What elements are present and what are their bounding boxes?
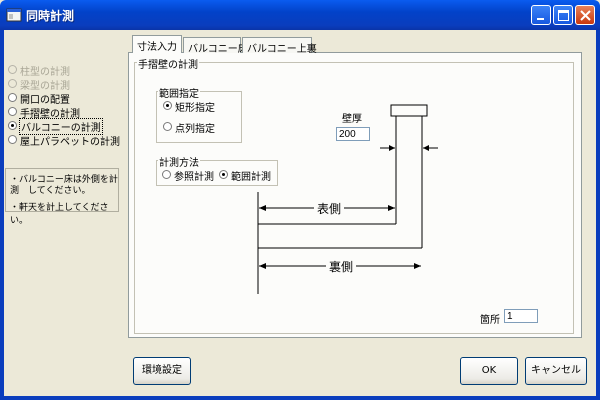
option-rectangle[interactable]: 矩形指定 bbox=[163, 99, 239, 114]
app-icon bbox=[6, 8, 22, 22]
title-bar bbox=[0, 0, 600, 30]
wall-thickness-input[interactable] bbox=[336, 127, 370, 141]
count-input[interactable] bbox=[504, 309, 538, 323]
measurement-method-title: 計測方法 bbox=[158, 154, 200, 169]
radio-range-measure[interactable] bbox=[219, 170, 228, 179]
option-label: 範囲計測 bbox=[231, 172, 271, 183]
wall-thickness-arrows bbox=[380, 145, 438, 151]
measurement-method-group bbox=[156, 160, 278, 186]
radio-rectangle[interactable] bbox=[163, 101, 172, 110]
radio-reference-measure[interactable] bbox=[162, 170, 171, 179]
window-frame-right bbox=[596, 30, 600, 400]
window-frame-left bbox=[0, 30, 4, 400]
radio-column[interactable] bbox=[8, 65, 17, 74]
tab-label: バルコニー床 bbox=[188, 44, 248, 55]
minimize-icon bbox=[537, 18, 544, 20]
minimize-button[interactable] bbox=[531, 5, 551, 25]
wall-top-cap bbox=[390, 104, 428, 117]
count-label: 箇所 bbox=[480, 315, 500, 326]
sidebar-item-label: 屋上パラペットの計測 bbox=[20, 137, 120, 148]
option-label: 矩形指定 bbox=[175, 103, 215, 114]
handrail-wall-group bbox=[134, 62, 574, 334]
radio-rooftop-parapet[interactable] bbox=[8, 135, 17, 144]
option-point-list[interactable]: 点列指定 bbox=[163, 120, 239, 135]
cancel-button[interactable]: キャンセル bbox=[525, 357, 587, 385]
sidebar-item-label: 開口の配置 bbox=[20, 95, 70, 106]
sidebar-item-label: バルコニーの計測 bbox=[19, 118, 103, 135]
option-range-measure[interactable]: 範囲計測 bbox=[219, 168, 275, 183]
option-label: 点列指定 bbox=[175, 124, 215, 135]
tab-dimension-input[interactable]: 寸法入力 bbox=[132, 35, 182, 53]
sidebar-item-label: 梁型の計測 bbox=[20, 81, 70, 92]
wall-thickness-label: 壁厚 bbox=[342, 114, 362, 125]
close-icon bbox=[580, 10, 591, 21]
option-label: 参照計測 bbox=[174, 172, 214, 183]
close-button[interactable] bbox=[575, 5, 595, 25]
note-soffit: ・軒天を計上してください。 bbox=[10, 203, 109, 226]
section-title: 手摺壁の計測 bbox=[137, 56, 199, 71]
radio-handrail-wall[interactable] bbox=[8, 107, 17, 116]
ok-button[interactable]: OK bbox=[460, 357, 518, 385]
sidebar-item-opening[interactable]: 開口の配置 bbox=[8, 90, 128, 106]
radio-beam[interactable] bbox=[8, 79, 17, 88]
range-spec-title: 範囲指定 bbox=[158, 85, 200, 100]
tab-balcony-floor[interactable]: バルコニー床 bbox=[183, 37, 248, 55]
tab-balcony-soffit[interactable]: バルコニー上裏 bbox=[242, 37, 317, 55]
sidebar-item-label: 柱型の計測 bbox=[20, 67, 70, 78]
radio-opening[interactable] bbox=[8, 93, 17, 102]
radio-balcony[interactable] bbox=[8, 121, 17, 130]
inner-side-label: 裏側 bbox=[326, 258, 357, 275]
window-title: 同時計測 bbox=[26, 9, 75, 23]
sidebar-item-rooftop-parapet[interactable]: 屋上パラペットの計測 bbox=[8, 132, 130, 148]
sidebar-item-column[interactable]: 柱型の計測 bbox=[8, 62, 128, 78]
sidebar-item-handrail-wall[interactable]: 手摺壁の計測 bbox=[8, 104, 128, 120]
note-box: ・バルコニー床は外側を計測 してください。 ・軒天を計上してください。 bbox=[5, 168, 119, 226]
option-reference-measure[interactable]: 参照計測 bbox=[162, 168, 217, 183]
maximize-button[interactable] bbox=[553, 5, 573, 25]
outer-side-label: 表側 bbox=[314, 200, 345, 217]
radio-point-list[interactable] bbox=[163, 122, 172, 131]
window-frame-bottom bbox=[0, 396, 600, 400]
tab-label: 寸法入力 bbox=[137, 42, 177, 53]
sidebar-item-balcony[interactable]: バルコニーの計測 bbox=[8, 118, 128, 135]
maximize-icon bbox=[558, 10, 569, 21]
measurement-type-list: 柱型の計測 梁型の計測 開口の配置 手摺壁の計測 バルコニーの計測 屋上パラペッ… bbox=[8, 62, 130, 148]
tab-panel bbox=[128, 52, 582, 338]
tab-label: バルコニー上裏 bbox=[247, 44, 317, 55]
sidebar-item-beam[interactable]: 梁型の計測 bbox=[8, 76, 128, 92]
sidebar-item-label: 手摺壁の計測 bbox=[20, 109, 80, 120]
environment-settings-button[interactable]: 環境設定 bbox=[133, 357, 191, 385]
note-balcony-floor: ・バルコニー床は外側を計測 してください。 bbox=[10, 175, 118, 196]
